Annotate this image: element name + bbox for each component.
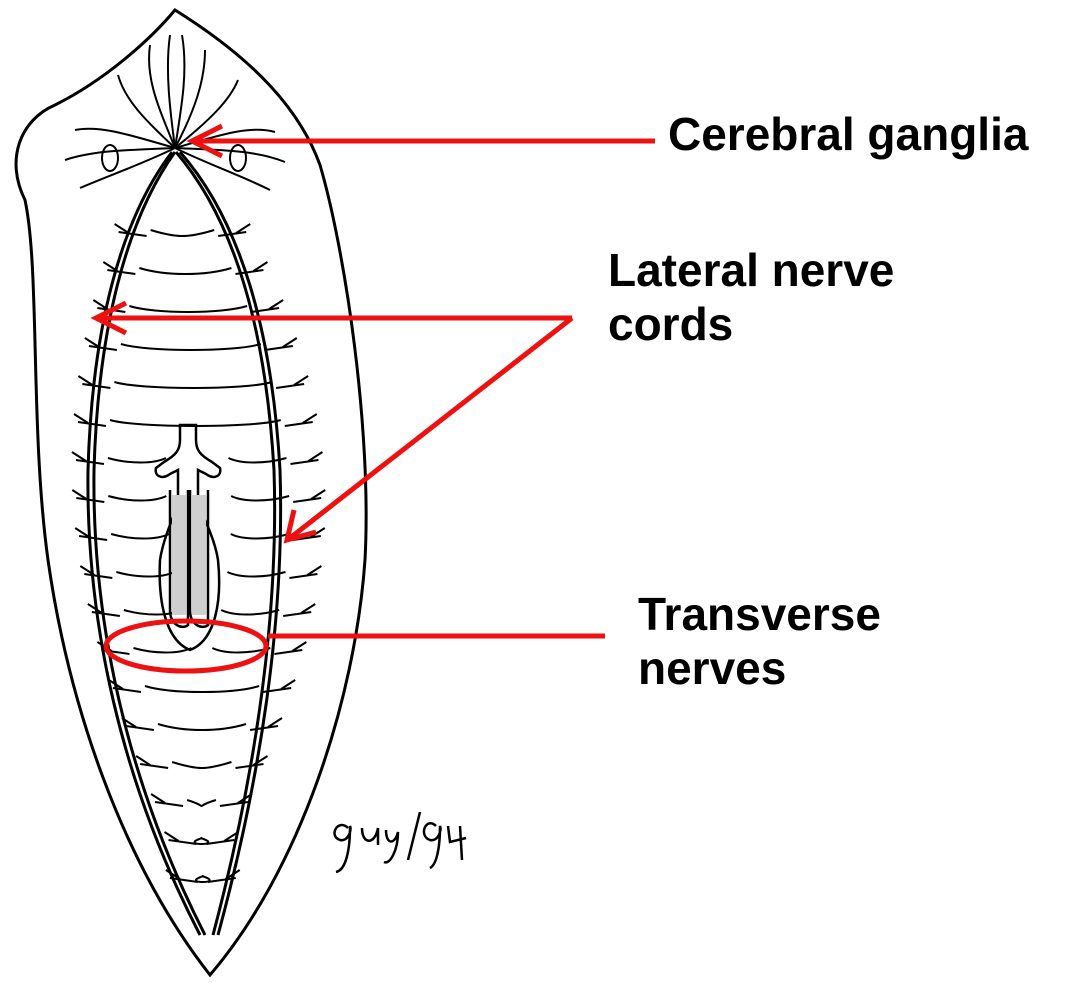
label-lateral-nerve-cords: Lateral nerve cords bbox=[608, 243, 894, 351]
nerve-branch bbox=[265, 338, 297, 350]
label-lateral-line-1: Lateral nerve bbox=[608, 243, 894, 297]
nerve-branch bbox=[283, 604, 315, 616]
label-lateral-line-2: cords bbox=[608, 297, 894, 351]
transverse-nerve bbox=[196, 876, 210, 882]
nerve-branch bbox=[206, 832, 238, 844]
label-transverse-nerves: Transverse nerves bbox=[638, 587, 881, 695]
label-cerebral-ganglia-text: Cerebral ganglia bbox=[668, 107, 1028, 161]
nerve-branch bbox=[293, 490, 325, 502]
cerebral-ganglia bbox=[65, 35, 285, 190]
transverse-nerve bbox=[172, 762, 231, 768]
signature bbox=[335, 812, 466, 872]
transverse-nerve bbox=[116, 572, 174, 577]
nerve-branch bbox=[274, 642, 306, 654]
label-transverse-line-2: nerves bbox=[638, 641, 881, 695]
transverse-nerve bbox=[151, 230, 215, 236]
nerve-branch bbox=[151, 794, 183, 806]
transverse-nerve bbox=[129, 306, 247, 312]
transverse-nerve bbox=[111, 534, 169, 539]
transverse-nerve bbox=[108, 458, 166, 463]
transverse-nerve bbox=[108, 496, 166, 501]
eyespot-right bbox=[230, 145, 246, 171]
eyespot-left bbox=[102, 145, 118, 171]
nerve-branch bbox=[75, 528, 107, 540]
label-transverse-line-1: Transverse bbox=[638, 587, 881, 641]
label-cerebral-ganglia: Cerebral ganglia bbox=[668, 107, 1028, 161]
nerve-branch bbox=[250, 718, 282, 730]
transverse-nerve bbox=[145, 686, 259, 692]
transverse-nerve bbox=[133, 648, 191, 653]
transverse-nerve bbox=[227, 572, 285, 577]
nerve-branch bbox=[220, 794, 252, 806]
nerve-branch bbox=[136, 756, 168, 768]
circle-transverse-nerves bbox=[106, 621, 266, 671]
nerve-branch bbox=[103, 262, 135, 274]
nerve-branch bbox=[285, 414, 317, 426]
arrow-lateral-right bbox=[290, 318, 572, 538]
nerve-branch bbox=[165, 832, 197, 844]
transverse-nerve bbox=[228, 458, 286, 463]
transverse-nerve bbox=[139, 268, 231, 274]
transverse-nerve bbox=[121, 344, 261, 350]
nerve-branch bbox=[289, 566, 321, 578]
transverse-nerve bbox=[158, 724, 246, 730]
transverse-nerve bbox=[187, 800, 216, 806]
transverse-nerve bbox=[114, 382, 272, 388]
nerve-branch bbox=[276, 376, 308, 388]
nerve-branch bbox=[290, 452, 322, 464]
